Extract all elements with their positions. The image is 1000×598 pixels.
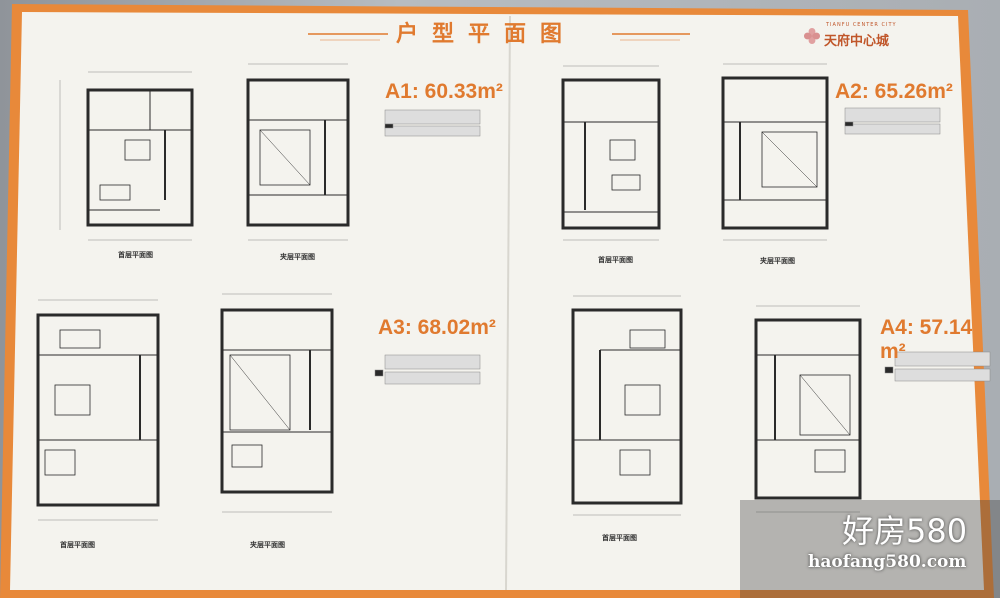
poster-title: 户型平面图 — [396, 22, 577, 47]
plan-a4-mezzanine — [754, 305, 862, 513]
plan-a1-ground — [59, 71, 194, 241]
plan-a3-ground — [36, 299, 160, 521]
unit-a2-area: A2: 65.26m² — [835, 80, 953, 103]
caption-a2-ground: 首层平面图 — [598, 256, 633, 264]
floor-plans — [36, 63, 862, 521]
plan-a1-mezzanine — [246, 63, 350, 241]
caption-a1-mezzanine: 夹层平面图 — [280, 253, 315, 261]
unit-a4-area: A4: 57.14 m² — [880, 316, 973, 363]
watermark-url: haofang580.com — [808, 552, 967, 572]
plan-a2-ground — [561, 65, 661, 241]
key-plan-a1 — [384, 109, 481, 137]
caption-a3-ground: 首层平面图 — [60, 541, 95, 549]
caption-a2-mezzanine: 夹层平面图 — [760, 257, 795, 265]
brand-name: 天府中心城 — [824, 34, 890, 49]
watermark-brand: 好房580 — [842, 512, 968, 550]
logo-icon — [804, 28, 820, 44]
unit-a1-area: A1: 60.33m² — [385, 80, 503, 103]
plan-a2-mezzanine — [721, 63, 829, 241]
unit-a3-area: A3: 68.02m² — [378, 316, 496, 339]
key-plans — [374, 107, 991, 385]
caption-a4-ground: 首层平面图 — [602, 534, 637, 542]
key-plan-a2 — [844, 107, 941, 135]
caption-a1-ground: 首层平面图 — [118, 251, 153, 259]
caption-a3-mezzanine: 夹层平面图 — [250, 541, 285, 549]
center-fold — [505, 15, 511, 591]
key-plan-a4 — [884, 351, 991, 382]
plan-a4-ground — [571, 295, 683, 516]
plan-a3-mezzanine — [220, 293, 334, 513]
brand-english: TIANFU CENTER CITY — [826, 22, 897, 28]
key-plan-a3 — [374, 354, 481, 385]
